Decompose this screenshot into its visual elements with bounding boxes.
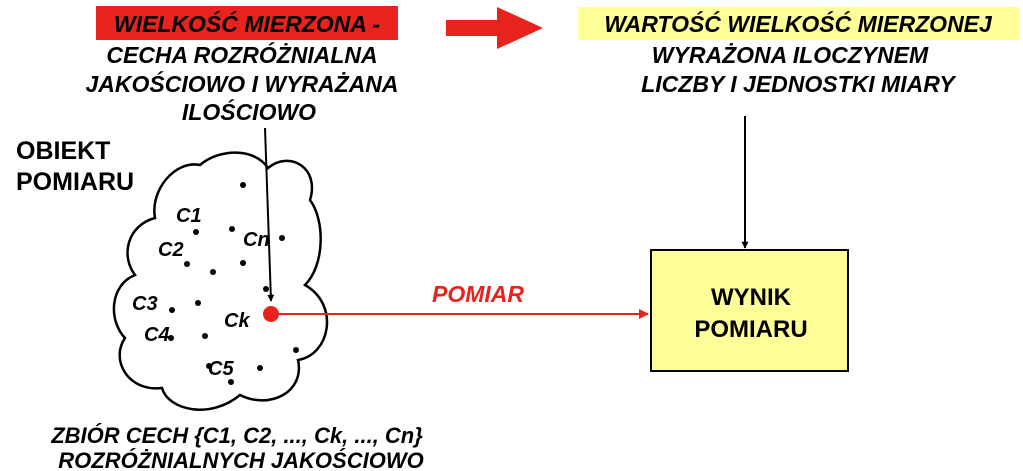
feature-dots bbox=[168, 182, 299, 385]
measured-value-line1: WYRAŻONA ILOCZYNEM bbox=[652, 42, 929, 68]
feature-dot bbox=[228, 379, 234, 385]
feature-dot bbox=[195, 300, 201, 306]
feature-label-c2: C2 bbox=[158, 239, 184, 261]
feature-ck-point bbox=[263, 306, 279, 322]
result-line2: POMIARU bbox=[694, 316, 807, 343]
feature-dot bbox=[169, 307, 175, 313]
feature-dot bbox=[168, 335, 174, 341]
object-caption-line1: ZBIÓR CECH {C1, C2, ..., Ck, ..., Cn} bbox=[50, 423, 423, 448]
measured-quantity-highlight bbox=[96, 6, 398, 40]
feature-label-ck: Ck bbox=[224, 310, 250, 332]
feature-dot bbox=[193, 229, 199, 235]
feature-dot bbox=[279, 235, 285, 241]
feature-label-c1: C1 bbox=[176, 205, 202, 227]
feature-dot bbox=[210, 269, 216, 275]
feature-label-c5: C5 bbox=[208, 358, 234, 380]
feature-label-c3: C3 bbox=[132, 293, 158, 315]
measured-value-heading: WARTOŚĆ WIELKOŚĆ MIERZONEJ bbox=[604, 10, 993, 37]
big-red-arrow-icon bbox=[446, 7, 543, 49]
feature-dot bbox=[257, 365, 263, 371]
measured-value-highlight bbox=[578, 7, 1019, 40]
feature-dot bbox=[240, 182, 246, 188]
measured-quantity-line3: ILOŚCIOWO bbox=[182, 98, 316, 125]
object-caption-line2: ROZRÓŻNIALNYCH JAKOŚCIOWO bbox=[58, 448, 423, 471]
measured-value-line2: LICZBY I JEDNOSTKI MIARY bbox=[641, 71, 957, 97]
feature-dot bbox=[229, 226, 235, 232]
result-line1: WYNIK bbox=[711, 284, 792, 311]
feature-label-cn: Cn bbox=[243, 229, 270, 251]
measured-quantity-heading: WIELKOŚĆ MIERZONA - bbox=[114, 10, 380, 37]
measurement-label: POMIAR bbox=[432, 281, 524, 307]
feature-dot bbox=[184, 261, 190, 267]
feature-dot bbox=[202, 333, 208, 339]
feature-label-c4: C4 bbox=[144, 324, 170, 346]
feature-dot bbox=[293, 347, 299, 353]
measured-quantity-line2: JAKOŚCIOWO I WYRAŻANA bbox=[85, 70, 398, 97]
object-cloud-outline bbox=[112, 151, 329, 411]
quantity-to-feature-arrow bbox=[264, 127, 275, 302]
feature-dot bbox=[263, 286, 269, 292]
feature-dot bbox=[206, 363, 212, 369]
object-title-line2: POMIARU bbox=[16, 168, 134, 196]
feature-dot bbox=[240, 260, 246, 266]
object-title-line1: OBIEKT bbox=[16, 137, 110, 165]
measured-quantity-line1: CECHA ROZRÓŻNIALNA bbox=[106, 41, 377, 68]
result-box bbox=[650, 249, 849, 372]
